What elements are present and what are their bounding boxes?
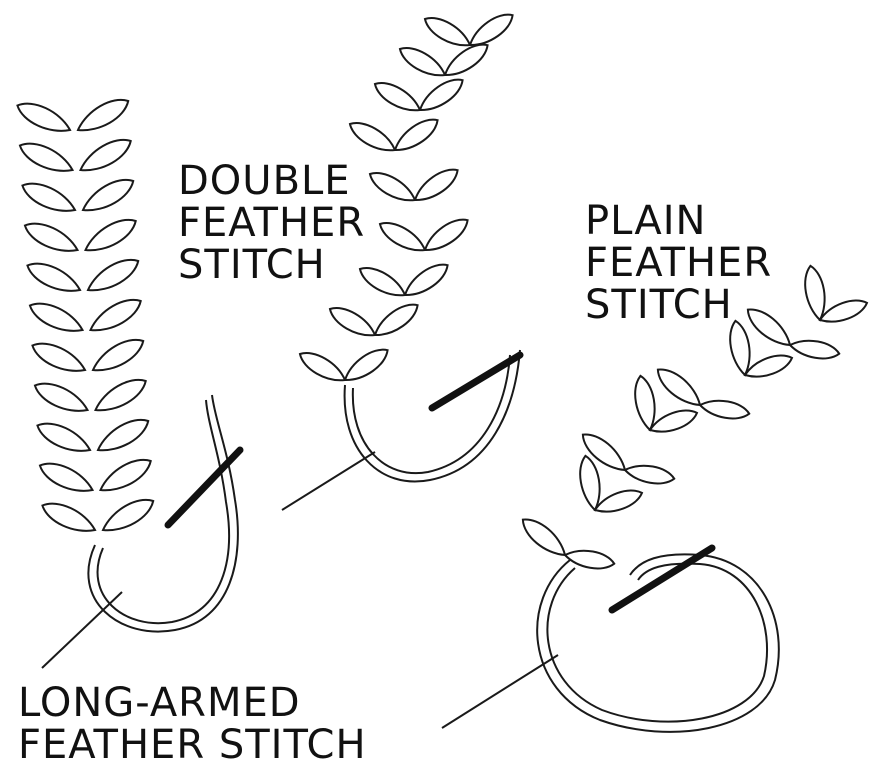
long-armed-left-leaf <box>13 97 74 139</box>
plain-label-line-2: FEATHER <box>585 242 772 284</box>
plain-feather-stitch-label: PLAIN FEATHER STITCH <box>585 200 772 326</box>
double-right-leaf <box>465 8 517 52</box>
double-pointer-line <box>282 452 375 510</box>
double-left-leaf <box>371 77 425 118</box>
plain-upper-leaf <box>652 363 706 412</box>
plain-lower-leaf <box>789 337 841 362</box>
long-armed-right-leaf <box>88 333 148 379</box>
double-right-leaf <box>390 113 442 157</box>
long-armed-left-leaf <box>28 337 89 379</box>
double-right-leaf <box>420 213 472 257</box>
long-label-line-1: LONG-ARMED <box>18 682 367 724</box>
long-armed-left-leaf <box>21 217 82 259</box>
long-armed-right-leaf <box>98 493 158 539</box>
plain-needle <box>612 548 712 610</box>
double-right-leaf <box>410 163 462 207</box>
long-armed-left-leaf <box>33 417 94 459</box>
double-label-line-2: FEATHER <box>178 202 365 244</box>
long-armed-left-leaf <box>38 497 99 539</box>
long-armed-right-leaf <box>83 253 143 299</box>
double-left-leaf <box>421 12 475 53</box>
double-left-leaf <box>326 302 380 343</box>
long-armed-right-leaf <box>81 213 141 259</box>
plain-feather-stitch-drawing <box>442 264 869 732</box>
plain-upper-leaf <box>517 513 571 562</box>
plain-thread-loop-inner <box>547 564 767 722</box>
double-label-line-1: DOUBLE <box>178 160 365 202</box>
long-label-line-2: FEATHER STITCH <box>18 724 367 766</box>
plain-label-line-1: PLAIN <box>585 200 772 242</box>
long-armed-right-leaf <box>73 93 133 139</box>
plain-lower-leaf <box>624 462 676 487</box>
plain-label-line-3: STITCH <box>585 284 772 326</box>
long-armed-right-leaf <box>91 373 151 419</box>
double-right-leaf <box>340 343 392 387</box>
long-armed-right-leaf <box>76 133 136 179</box>
long-armed-right-leaf <box>78 173 138 219</box>
double-left-leaf <box>346 117 400 158</box>
double-left-leaf <box>396 42 450 83</box>
plain-lower-leaf <box>564 547 616 572</box>
long-armed-pointer-line <box>42 592 122 668</box>
double-label-line-3: STITCH <box>178 244 365 286</box>
long-armed-left-leaf <box>31 377 92 419</box>
double-feather-stitch-label: DOUBLE FEATHER STITCH <box>178 160 365 286</box>
long-armed-left-leaf <box>23 257 84 299</box>
long-armed-feather-stitch-label: LONG-ARMED FEATHER STITCH <box>18 682 367 766</box>
double-left-leaf <box>366 167 420 208</box>
long-armed-left-leaf <box>26 297 87 339</box>
double-right-leaf <box>400 258 452 302</box>
long-armed-right-leaf <box>86 293 146 339</box>
long-armed-thread-loop <box>88 395 238 632</box>
long-armed-left-leaf <box>36 457 97 499</box>
long-armed-needle <box>168 450 240 525</box>
long-armed-right-leaf <box>93 413 153 459</box>
plain-pointer-line <box>442 655 558 728</box>
long-armed-left-leaf <box>16 137 77 179</box>
double-left-leaf <box>376 217 430 258</box>
double-right-leaf <box>415 73 467 117</box>
double-left-leaf <box>296 347 350 388</box>
double-right-leaf <box>370 298 422 342</box>
long-armed-left-leaf <box>18 177 79 219</box>
plain-lower-leaf <box>699 397 751 422</box>
long-armed-right-leaf <box>96 453 156 499</box>
